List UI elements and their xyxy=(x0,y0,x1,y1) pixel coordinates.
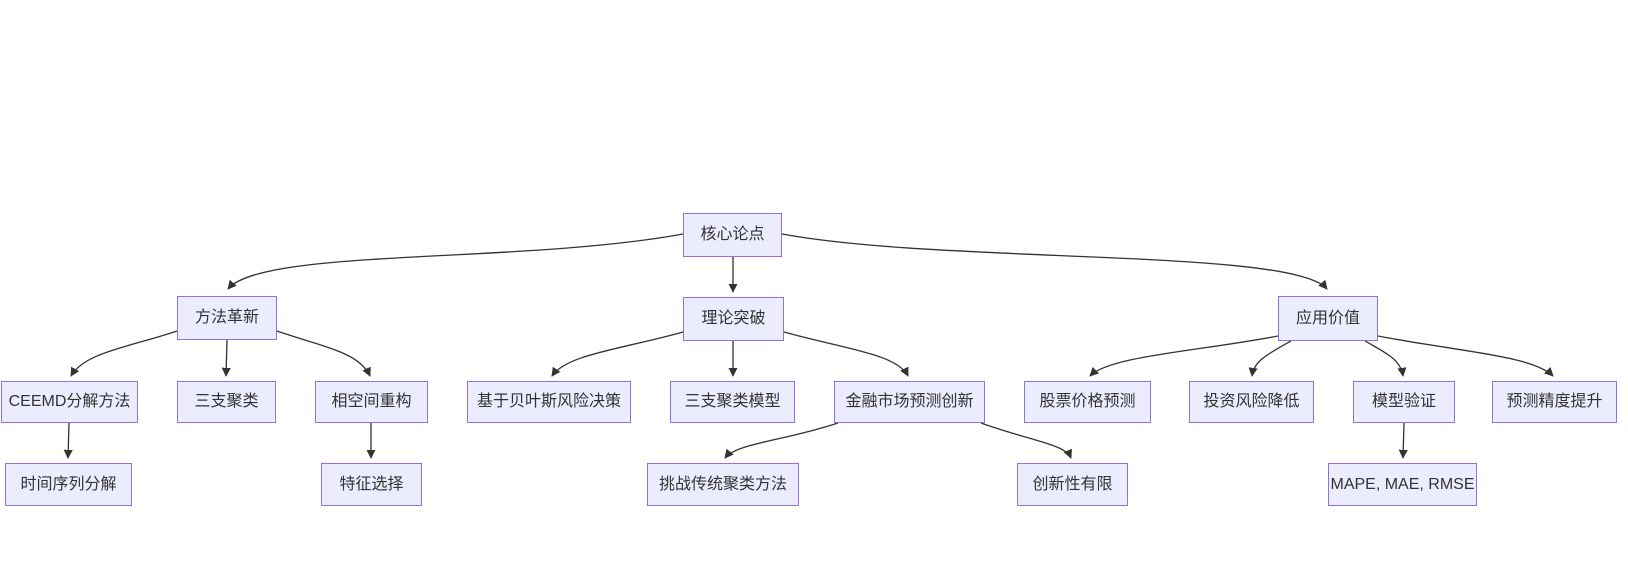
edge-method-to-ceemd xyxy=(70,330,178,377)
node-stock-prediction: 股票价格预测 xyxy=(1024,381,1151,423)
node-three-way-model: 三支聚类模型 xyxy=(670,381,795,423)
node-bayes-risk: 基于贝叶斯风险决策 xyxy=(467,381,631,423)
node-limited-innovation: 创新性有限 xyxy=(1017,463,1128,506)
node-phase-space: 相空间重构 xyxy=(315,381,428,423)
node-model-validation: 模型验证 xyxy=(1353,381,1455,423)
node-time-series-decomposition: 时间序列分解 xyxy=(5,463,132,506)
node-finance-innovation: 金融市场预测创新 xyxy=(834,381,985,423)
edge-application-to-validation xyxy=(1364,340,1407,377)
edge-theory-to-bayes xyxy=(551,331,684,377)
edge-core-to-application xyxy=(781,233,1328,290)
node-three-way-clustering: 三支聚类 xyxy=(177,381,276,423)
edge-application-to-stock xyxy=(1089,335,1279,377)
node-accuracy-improvement: 预测精度提升 xyxy=(1492,381,1617,423)
edge-ceemd-to-ts-decomposition xyxy=(63,422,73,459)
node-core: 核心论点 xyxy=(683,213,782,257)
edge-application-to-accuracy xyxy=(1377,335,1554,377)
node-method: 方法革新 xyxy=(177,296,277,340)
node-metrics: MAPE, MAE, RMSE xyxy=(1328,463,1477,506)
node-ceemd: CEEMD分解方法 xyxy=(1,381,138,423)
edge-method-to-phase-space xyxy=(276,330,371,377)
node-feature-selection: 特征选择 xyxy=(321,463,422,506)
edge-finance-to-limited xyxy=(980,422,1072,459)
edge-method-to-three-way xyxy=(221,339,231,377)
edge-validation-to-metrics xyxy=(1398,422,1408,459)
edge-core-to-method xyxy=(227,233,684,290)
node-application: 应用价值 xyxy=(1278,296,1378,341)
edge-finance-to-challenge xyxy=(724,422,839,459)
node-risk-reduction: 投资风险降低 xyxy=(1189,381,1314,423)
node-theory: 理论突破 xyxy=(683,297,784,341)
node-challenge-traditional: 挑战传统聚类方法 xyxy=(647,463,799,506)
edge-application-to-risk xyxy=(1248,340,1292,377)
edge-theory-to-finance xyxy=(783,331,909,377)
